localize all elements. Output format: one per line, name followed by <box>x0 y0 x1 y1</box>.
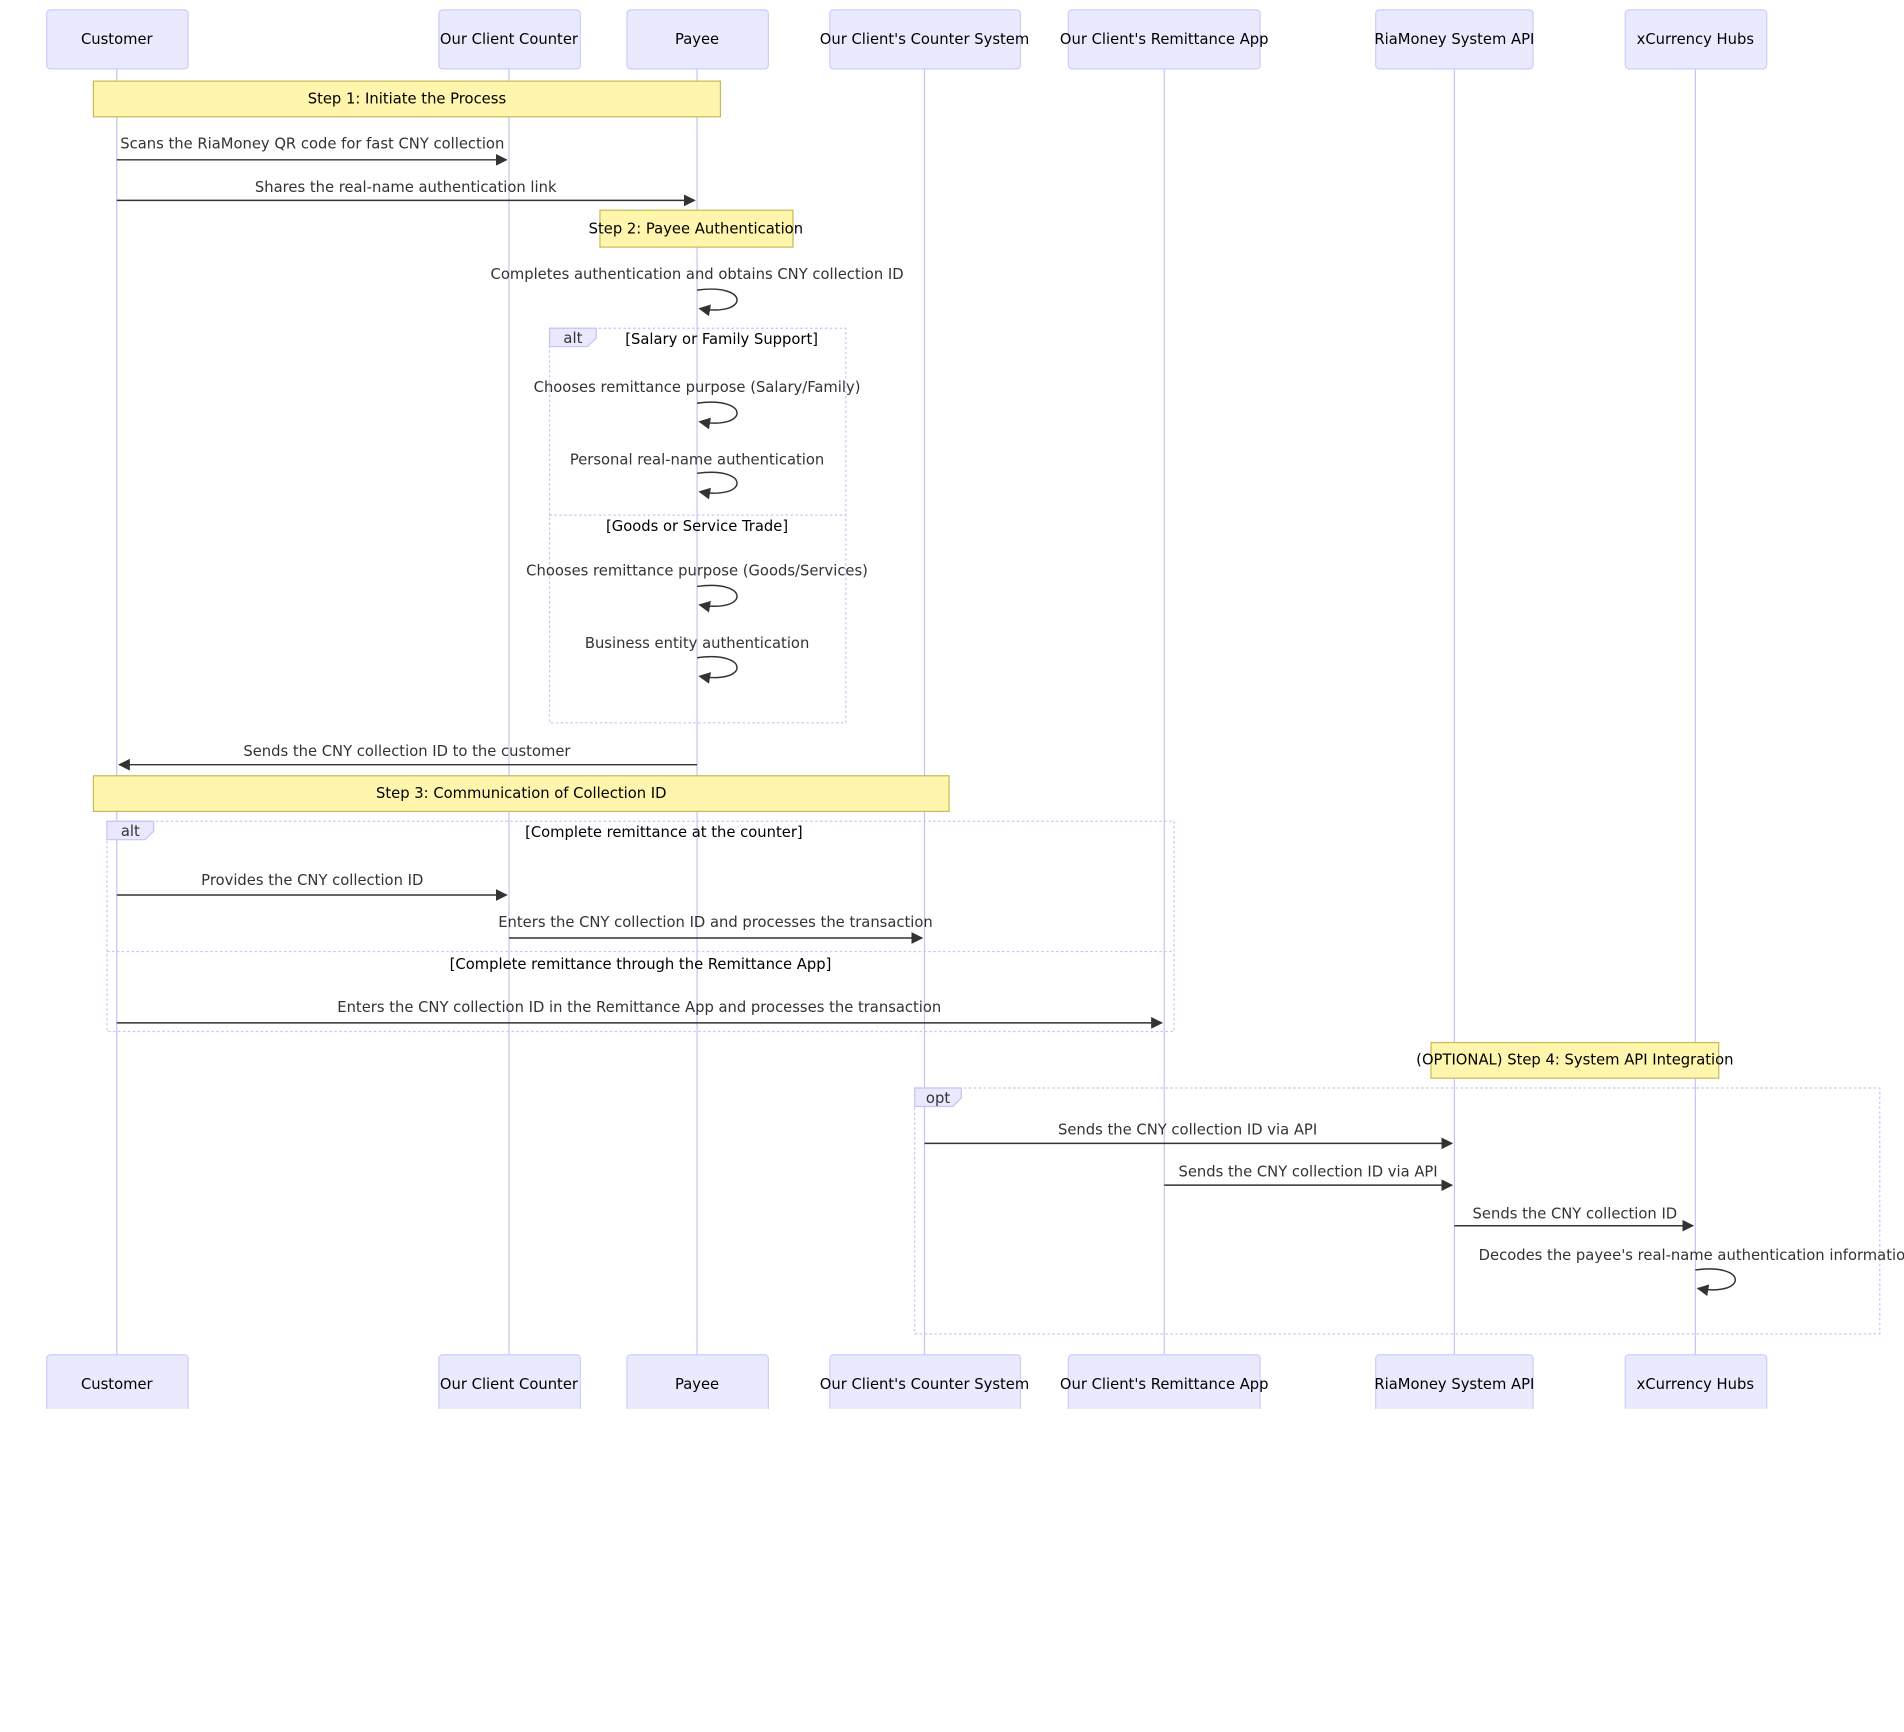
participant-counter-system: Our Client's Counter System <box>820 1354 1029 1415</box>
participant-label: xCurrency Hubs <box>1637 31 1754 48</box>
message-arrow: Enters the CNY collection ID and process… <box>498 914 933 944</box>
note-step-4: (OPTIONAL) Step 4: System API Integratio… <box>1416 1041 1734 1079</box>
message-label: Enters the CNY collection ID in the Remi… <box>337 999 941 1016</box>
message-label: Business entity authentication <box>585 635 809 652</box>
note-step-2: Step 2: Payee Authentication <box>589 209 803 248</box>
fragment-alt-payee: alt [Salary or Family Support] [Goods or… <box>548 327 847 724</box>
participant-xcurrency-hubs: xCurrency Hubs <box>1624 9 1768 70</box>
message-label: Completes authentication and obtains CNY… <box>491 266 904 283</box>
message-arrow: Scans the RiaMoney QR code for fast CNY … <box>116 136 508 166</box>
participant-label: Our Client Counter <box>440 31 579 48</box>
participant-label: Our Client's Counter System <box>820 1376 1029 1393</box>
message-arrow: Sends the CNY collection ID via API <box>924 1122 1454 1150</box>
fragment-condition: [Complete remittance through the Remitta… <box>450 956 832 973</box>
participant-label: Customer <box>81 1376 154 1393</box>
participant-counter-system: Our Client's Counter System <box>820 9 1029 70</box>
note-text: (OPTIONAL) Step 4: System API Integratio… <box>1416 1052 1733 1069</box>
participant-payee: Payee <box>626 1354 769 1415</box>
participant-label: Customer <box>81 31 154 48</box>
message-label: Provides the CNY collection ID <box>201 872 423 889</box>
message-label: Sends the CNY collection ID <box>1473 1205 1678 1222</box>
fragment-alt-remittance: alt [Complete remittance at the counter]… <box>106 820 1175 1033</box>
participants-top: Customer Our Client Counter Payee Our Cl… <box>46 9 1768 70</box>
message-label: Sends the CNY collection ID via API <box>1178 1164 1437 1181</box>
note-text: Step 2: Payee Authentication <box>589 221 803 238</box>
participant-payee: Payee <box>626 9 769 70</box>
message-label: Chooses remittance purpose (Goods/Servic… <box>526 562 868 579</box>
message-label: Enters the CNY collection ID and process… <box>498 914 933 931</box>
message-label: Shares the real-name authentication link <box>255 179 557 196</box>
message-label: Sends the CNY collection ID to the custo… <box>243 743 571 760</box>
participant-label: Payee <box>675 1376 719 1393</box>
participant-label: xCurrency Hubs <box>1637 1376 1754 1393</box>
lifelines <box>116 68 1696 1355</box>
message-arrow: Sends the CNY collection ID <box>1454 1205 1695 1232</box>
participant-label: Our Client's Counter System <box>820 31 1029 48</box>
note-step-3: Step 3: Communication of Collection ID <box>92 775 950 813</box>
message-self-arrow: Chooses remittance purpose (Salary/Famil… <box>534 379 861 430</box>
notes: Step 1: Initiate the Process Step 2: Pay… <box>92 80 1734 1079</box>
participant-remittance-app: Our Client's Remittance App <box>1060 9 1269 70</box>
participant-remittance-app: Our Client's Remittance App <box>1060 1354 1269 1415</box>
participant-xcurrency-hubs: xCurrency Hubs <box>1624 1354 1768 1415</box>
participant-customer: Customer <box>46 9 189 70</box>
message-self-arrow: Chooses remittance purpose (Goods/Servic… <box>526 562 868 613</box>
message-self-arrow: Business entity authentication <box>585 635 809 684</box>
message-arrow: Sends the CNY collection ID to the custo… <box>118 743 698 771</box>
participant-riamoney-api: RiaMoney System API <box>1374 1354 1534 1415</box>
participant-label: Payee <box>675 31 719 48</box>
fragment-keyword: opt <box>926 1090 950 1107</box>
message-label: Scans the RiaMoney QR code for fast CNY … <box>120 136 504 153</box>
message-label: Sends the CNY collection ID via API <box>1058 1122 1317 1139</box>
participant-label: RiaMoney System API <box>1374 1376 1534 1393</box>
fragment-condition: [Complete remittance at the counter] <box>525 824 803 841</box>
message-arrow: Enters the CNY collection ID in the Remi… <box>116 999 1163 1029</box>
message-self-arrow: Personal real-name authentication <box>570 452 824 500</box>
diagram-canvas: alt [Salary or Family Support] [Goods or… <box>46 9 1904 1415</box>
messages: Scans the RiaMoney QR code for fast CNY … <box>116 136 1904 1297</box>
message-self-arrow: Decodes the payee's real-name authentica… <box>1479 1247 1904 1297</box>
participant-our-client-counter: Our Client Counter <box>438 9 581 70</box>
participant-label: Our Client's Remittance App <box>1060 31 1269 48</box>
participant-label: RiaMoney System API <box>1374 31 1534 48</box>
fragment-keyword: alt <box>563 330 582 347</box>
note-text: Step 1: Initiate the Process <box>308 90 506 107</box>
fragment-condition: [Goods or Service Trade] <box>606 518 788 535</box>
note-text: Step 3: Communication of Collection ID <box>376 785 667 802</box>
message-label: Personal real-name authentication <box>570 452 824 469</box>
participant-riamoney-api: RiaMoney System API <box>1374 9 1534 70</box>
message-label: Decodes the payee's real-name authentica… <box>1479 1247 1904 1264</box>
message-arrow: Sends the CNY collection ID via API <box>1164 1164 1454 1192</box>
message-arrow: Shares the real-name authentication link <box>116 179 696 207</box>
note-step-1: Step 1: Initiate the Process <box>92 80 722 118</box>
participant-label: Our Client's Remittance App <box>1060 1376 1269 1393</box>
message-label: Chooses remittance purpose (Salary/Famil… <box>534 379 861 396</box>
participant-our-client-counter: Our Client Counter <box>438 1354 581 1415</box>
participant-label: Our Client Counter <box>440 1376 579 1393</box>
fragment-condition: [Salary or Family Support] <box>625 331 818 348</box>
participant-customer: Customer <box>46 1354 189 1415</box>
fragment-keyword: alt <box>121 823 140 840</box>
message-self-arrow: Completes authentication and obtains CNY… <box>491 266 904 317</box>
message-arrow: Provides the CNY collection ID <box>116 872 508 901</box>
participants-bottom: Customer Our Client Counter Payee Our Cl… <box>46 1354 1768 1415</box>
